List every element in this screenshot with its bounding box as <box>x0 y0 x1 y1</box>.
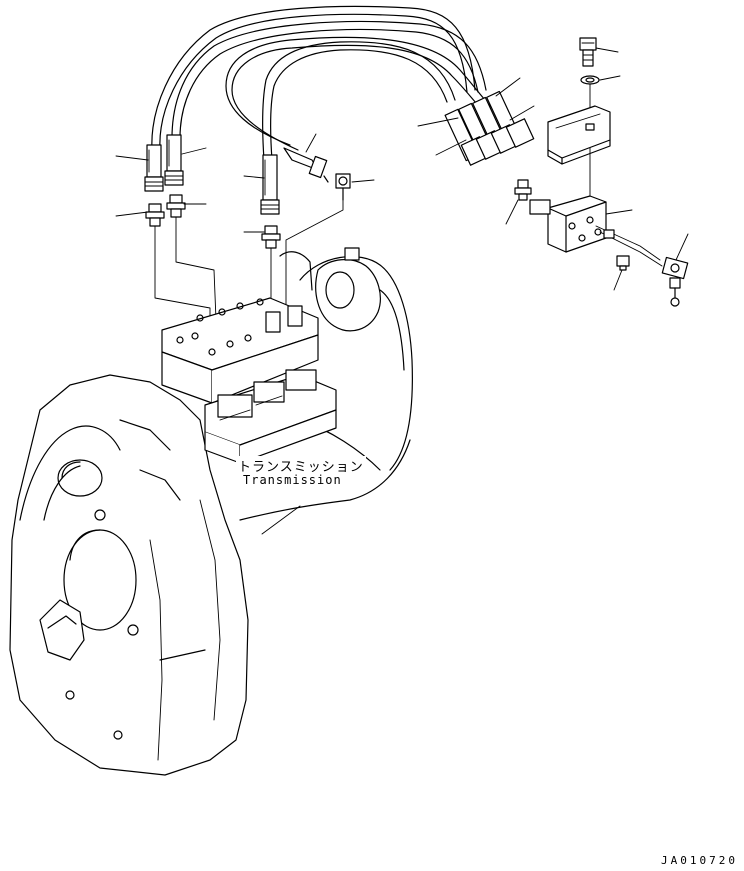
hose-connector-small <box>514 179 532 201</box>
elbow-fitting <box>335 173 351 201</box>
mounting-bracket <box>547 105 611 165</box>
solenoid-valve-block <box>529 195 663 267</box>
hose-end-cluster <box>444 90 535 166</box>
pressure-sensor <box>283 147 329 183</box>
torque-converter-housing <box>279 247 413 471</box>
control-valve-body <box>161 297 337 464</box>
hose-bundle <box>151 5 495 161</box>
transmission-label-jp: トランスミッション <box>236 456 366 475</box>
hose-fitting-left-b <box>164 134 184 186</box>
washer <box>580 75 600 85</box>
valve-plug <box>616 255 630 271</box>
callout-leaders <box>115 47 689 291</box>
connector-center <box>261 225 281 249</box>
transmission-housing <box>9 374 411 776</box>
transmission-leader-line <box>261 505 301 535</box>
pressure-switch <box>661 256 689 307</box>
mounting-bolt <box>579 37 597 67</box>
hose-fitting-left-a <box>144 144 164 192</box>
connector-left-a <box>145 203 165 227</box>
transmission-label-en: Transmission <box>241 473 344 487</box>
drawing-id: JA010720 <box>661 854 738 867</box>
hose-fitting-center <box>260 154 280 215</box>
connector-left-b <box>166 194 186 218</box>
